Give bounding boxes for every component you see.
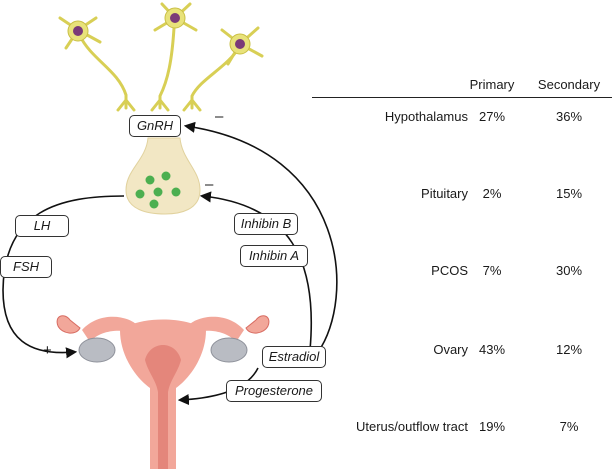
- row-primary: 27%: [478, 109, 506, 124]
- hypothalamic-neurons: [58, 2, 264, 112]
- inhibin-a-label: Inhibin A: [240, 245, 308, 267]
- header-primary: Primary: [469, 77, 515, 92]
- inhibin-b-label: Inhibin B: [234, 213, 298, 235]
- row-secondary: 30%: [555, 263, 583, 278]
- fsh-label: FSH: [0, 256, 52, 278]
- row-primary: 19%: [478, 419, 506, 434]
- pituitary-gland: [125, 137, 201, 215]
- progesterone-label: Progesterone: [226, 380, 322, 402]
- row-cause: Ovary: [433, 342, 468, 357]
- row-secondary: 15%: [555, 186, 583, 201]
- estradiol-label: Estradiol: [262, 346, 326, 368]
- row-secondary: 7%: [559, 419, 579, 434]
- gnrh-negative-sign: –: [215, 108, 224, 125]
- pituitary-to-ovary-arrow: [2, 195, 125, 359]
- row-cause: PCOS: [431, 263, 468, 278]
- ovary-positive-sign: +: [43, 342, 52, 359]
- row-secondary: 12%: [555, 342, 583, 357]
- feedback-arrows: [2, 121, 338, 406]
- row-primary: 7%: [482, 263, 502, 278]
- uterus-ovaries: [56, 315, 270, 469]
- gnrh-label: GnRH: [129, 115, 181, 137]
- neuron-right: [182, 26, 264, 112]
- row-cause: Uterus/outflow tract: [356, 419, 468, 434]
- pituitary-negative-sign: –: [205, 176, 214, 193]
- row-secondary: 36%: [555, 109, 583, 124]
- row-primary: 43%: [478, 342, 506, 357]
- row-primary: 2%: [482, 186, 502, 201]
- estradiol-to-gnrh-arrow: [183, 121, 338, 353]
- lh-label: LH: [15, 215, 69, 237]
- header-secondary: Secondary: [537, 77, 601, 92]
- inhibin-to-pituitary-arrow: [199, 191, 313, 351]
- header-rule: [312, 97, 612, 98]
- row-cause: Hypothalamus: [384, 109, 468, 124]
- row-cause: Pituitary: [421, 186, 468, 201]
